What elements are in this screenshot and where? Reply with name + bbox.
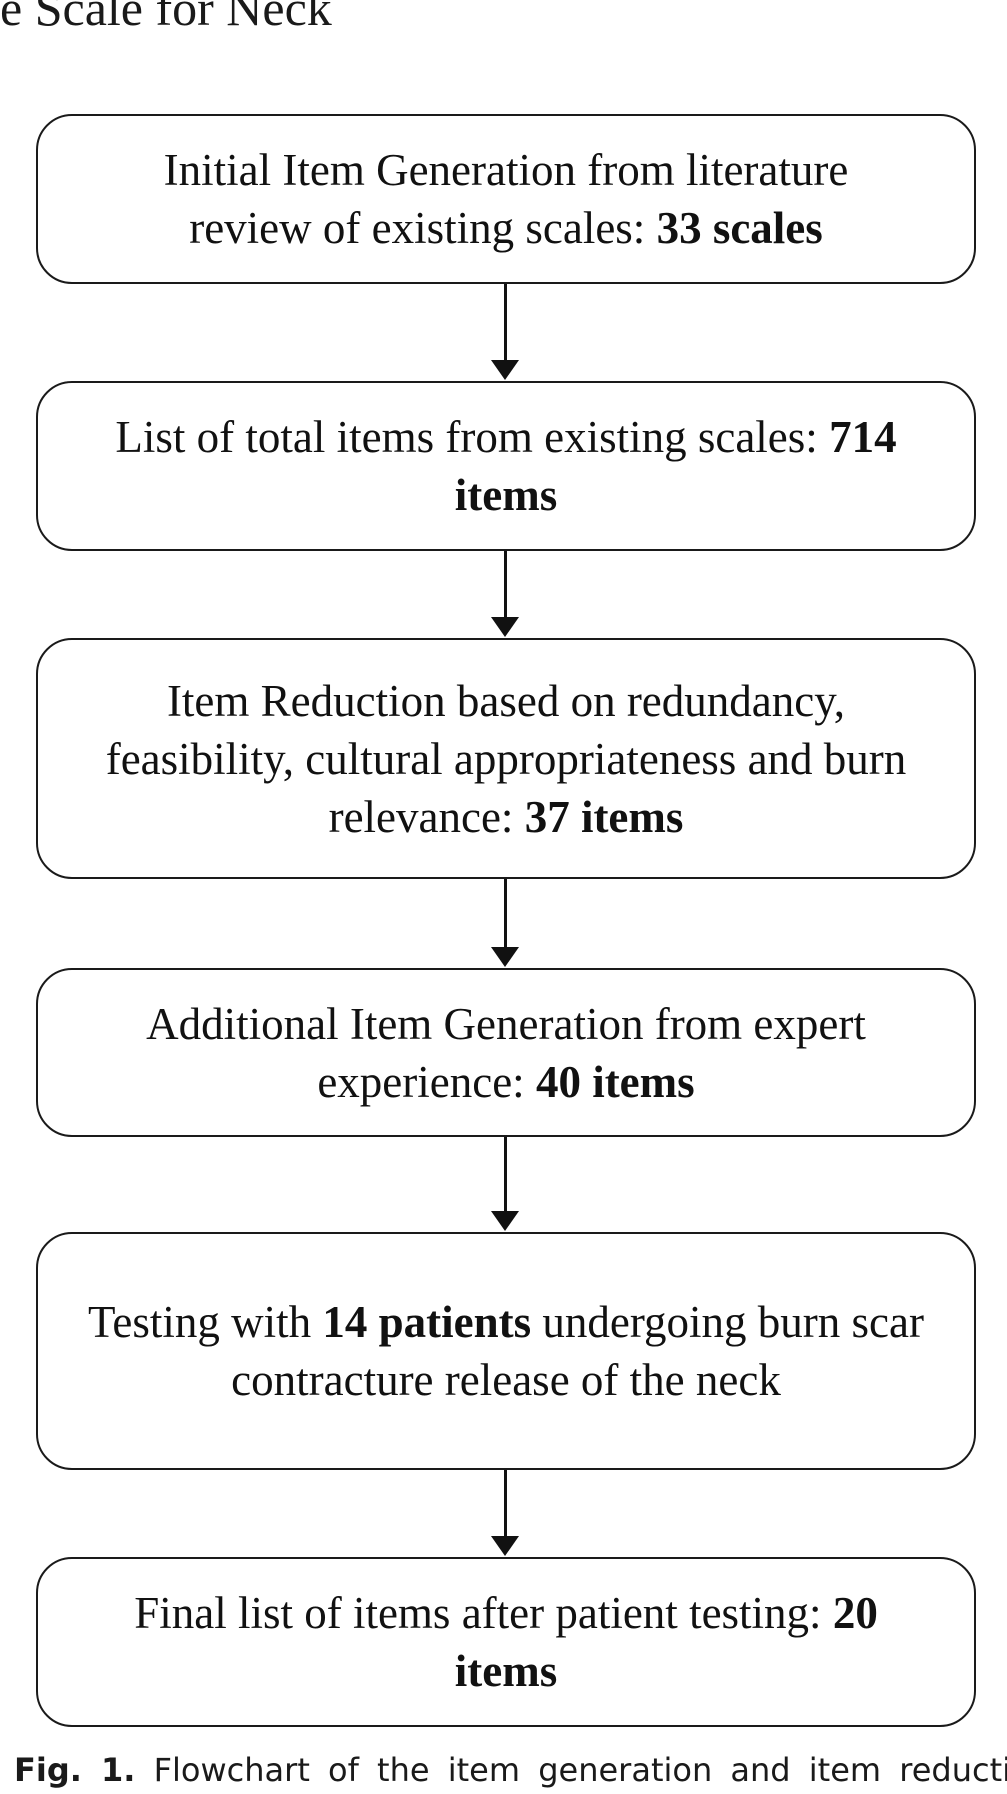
step-count: 37 items [524, 791, 684, 842]
step-count: 714 items [454, 412, 897, 520]
flow-arrow [491, 284, 521, 380]
step-text-tail: undergoing burn scar contracture release… [231, 1297, 924, 1405]
flow-step-total-items: List of total items from existing scales… [36, 381, 976, 551]
step-count: 40 items [535, 1056, 695, 1107]
flow-arrow [491, 1470, 521, 1556]
flow-step-patient-testing: Testing with 14 patients undergoing burn… [36, 1232, 976, 1470]
step-text: Final list of items after patient testin… [134, 1588, 833, 1638]
step-text: Testing with [88, 1297, 323, 1347]
flow-arrow [491, 1137, 521, 1231]
flow-arrow [491, 879, 521, 967]
step-text: List of total items from existing scales… [115, 412, 830, 462]
flow-step-initial-item-generation: Initial Item Generation from literature … [36, 114, 976, 284]
step-text: Initial Item Generation from literature … [163, 145, 849, 253]
flow-step-final-list: Final list of items after patient testin… [36, 1557, 976, 1727]
step-text: Item Reduction based on redundancy, feas… [105, 675, 907, 842]
step-count: 33 scales [656, 203, 823, 253]
figure-caption-text: Flowchart of the item generation and ite… [135, 1751, 1007, 1789]
figure-label: Fig. 1. [14, 1751, 136, 1789]
flow-step-additional-item-generation: Additional Item Generation from expert e… [36, 968, 976, 1137]
step-count: 14 patients [322, 1297, 532, 1347]
flow-step-item-reduction: Item Reduction based on redundancy, feas… [36, 638, 976, 879]
step-text: Additional Item Generation from expert e… [146, 998, 866, 1107]
header-fragment: e Scale for Neck [0, 0, 332, 36]
flow-arrow [491, 551, 521, 637]
step-count: 20 items [454, 1588, 878, 1696]
figure-caption: Fig. 1. Flowchart of the item generation… [14, 1746, 1007, 1794]
